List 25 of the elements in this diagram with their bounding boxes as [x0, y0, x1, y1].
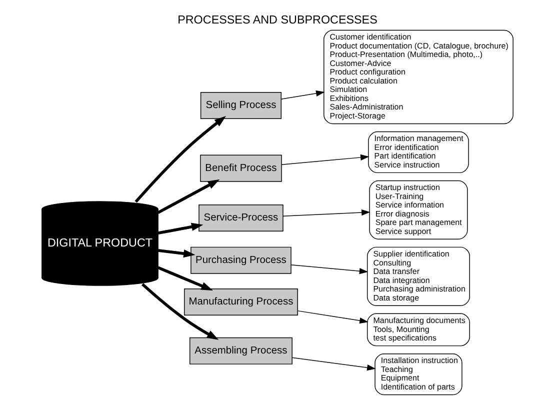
node-box: Manufacturing documents Tools, Mounting test specifications	[366, 313, 470, 346]
arrow	[157, 266, 212, 291]
arrow	[282, 209, 370, 216]
node-box: Selling Process	[200, 92, 282, 119]
node-box: Supplier identification Consulting Data transfer Data integration Purchasing administration Data storage	[366, 246, 470, 306]
arrow	[291, 357, 376, 371]
node-box: Installation instruction Teaching Equipment Identification of parts	[374, 353, 462, 396]
arrow	[157, 222, 203, 234]
arrow	[140, 283, 218, 340]
node-box: Assembling Process	[188, 337, 292, 364]
node-box: Benefit Process	[200, 154, 282, 182]
node-box: Customer identification Product documentation (CD, Catalogue, brochure) Product-Presentation (Multimedia, photo,..) Customer-Advice Product configuration Product calculation Simulation Exhibitions Sales-Administration Project-Storage	[323, 30, 513, 124]
arrow	[280, 154, 369, 166]
node-box: Startup instruction User-Training Service information Error diagnosis Spare part management Service support	[368, 180, 468, 240]
arrow	[156, 179, 220, 214]
node-box: Manufacturing Process	[184, 288, 298, 316]
node-box: Purchasing Process	[190, 246, 291, 274]
arrow	[157, 249, 195, 258]
arrow	[296, 310, 368, 324]
arrow	[134, 116, 226, 203]
node-box: Information management Error identification Part identification Service instruction	[368, 131, 468, 174]
arrow	[290, 264, 368, 274]
arrow	[280, 90, 324, 100]
diagram-title: PROCESSES AND SUBPROCESSES	[177, 14, 377, 27]
node-box: Service-Process	[198, 204, 283, 232]
